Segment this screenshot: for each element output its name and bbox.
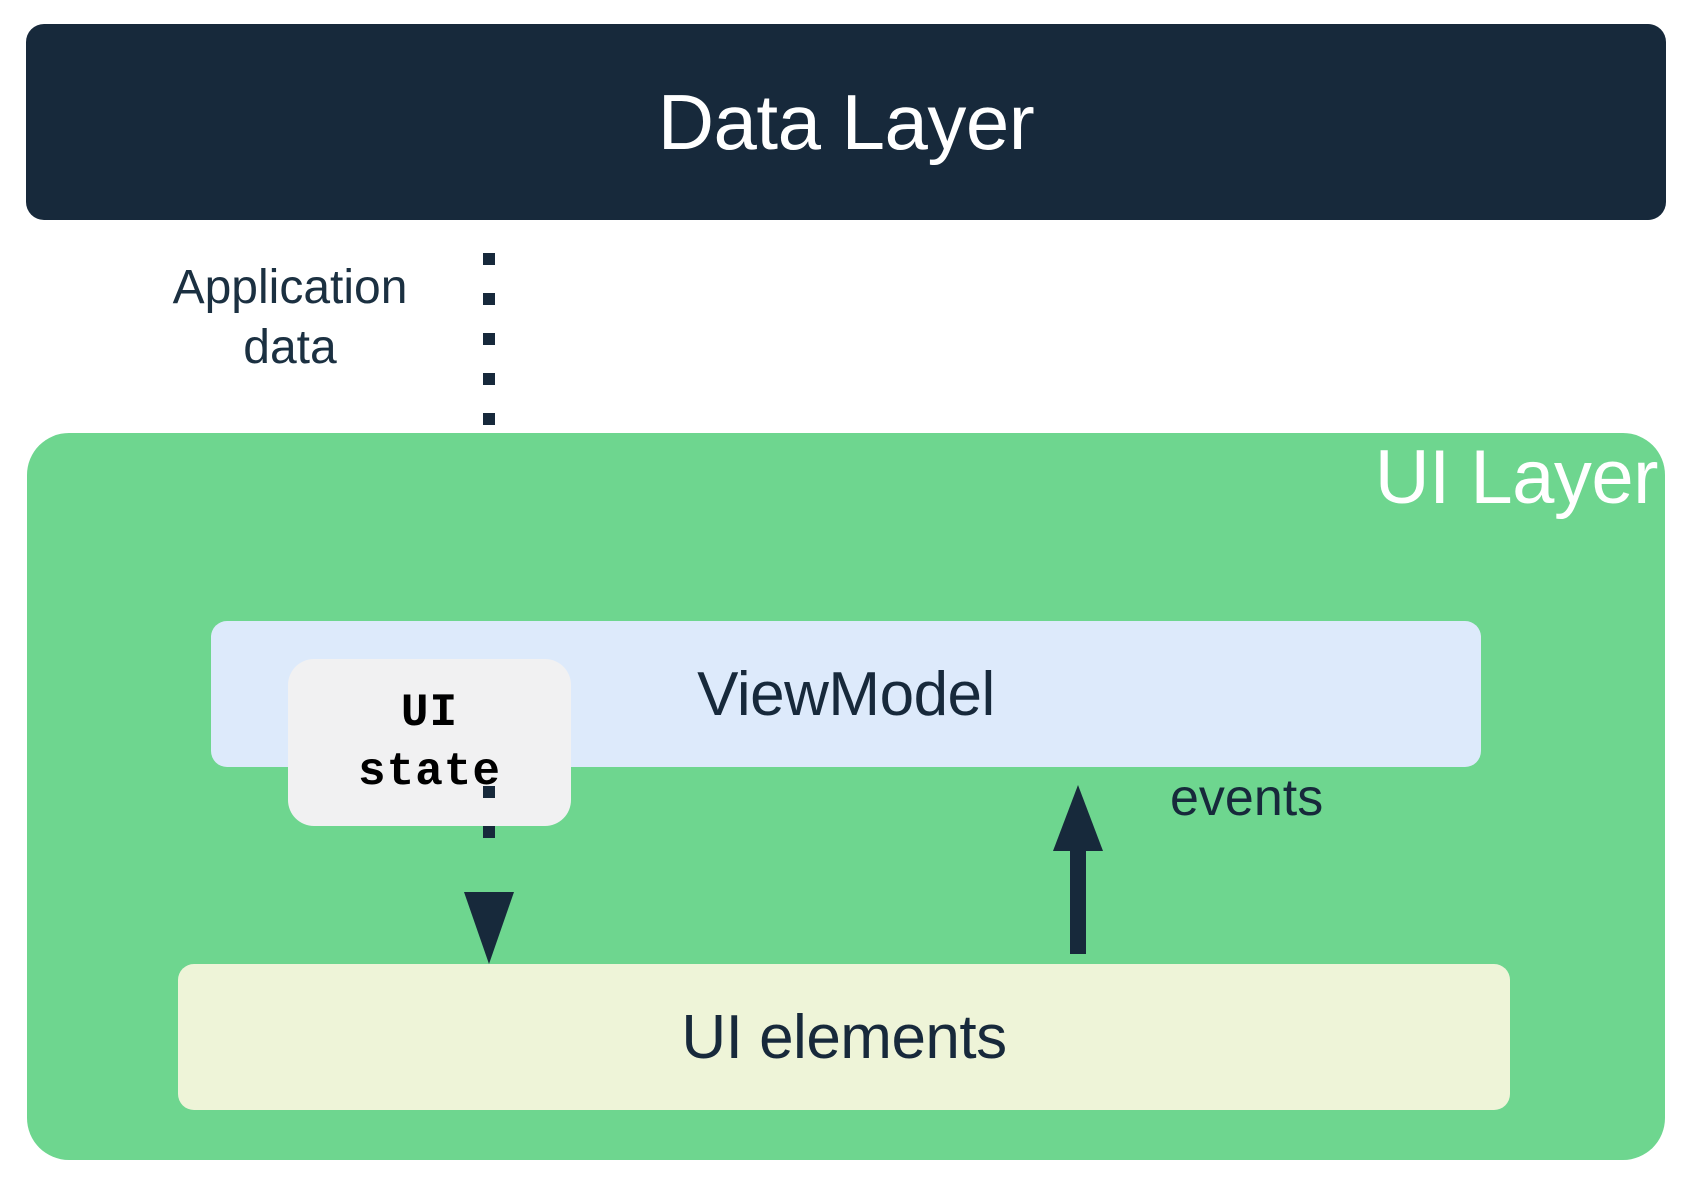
ui-layer-label: UI Layer <box>1374 435 1659 520</box>
ui-state-label-line1: UI <box>400 686 459 739</box>
ui-state-dotted-line <box>483 786 495 858</box>
application-data-label-line1: Application <box>172 261 408 314</box>
application-data-label: Application data <box>120 258 460 378</box>
data-layer-box: Data Layer <box>26 24 1666 220</box>
events-arrow-shaft <box>1070 846 1086 954</box>
ui-elements-box: UI elements <box>178 964 1510 1110</box>
ui-state-label-line2: state <box>357 745 502 798</box>
events-arrowhead-icon <box>1053 785 1103 851</box>
ui-state-box: UI state <box>288 659 571 826</box>
events-label: events <box>1170 769 1324 827</box>
data-layer-label: Data Layer <box>657 78 1035 166</box>
ui-elements-label: UI elements <box>681 1002 1007 1072</box>
application-data-label-line2: data <box>243 321 337 374</box>
ui-state-arrowhead-icon <box>464 892 514 964</box>
